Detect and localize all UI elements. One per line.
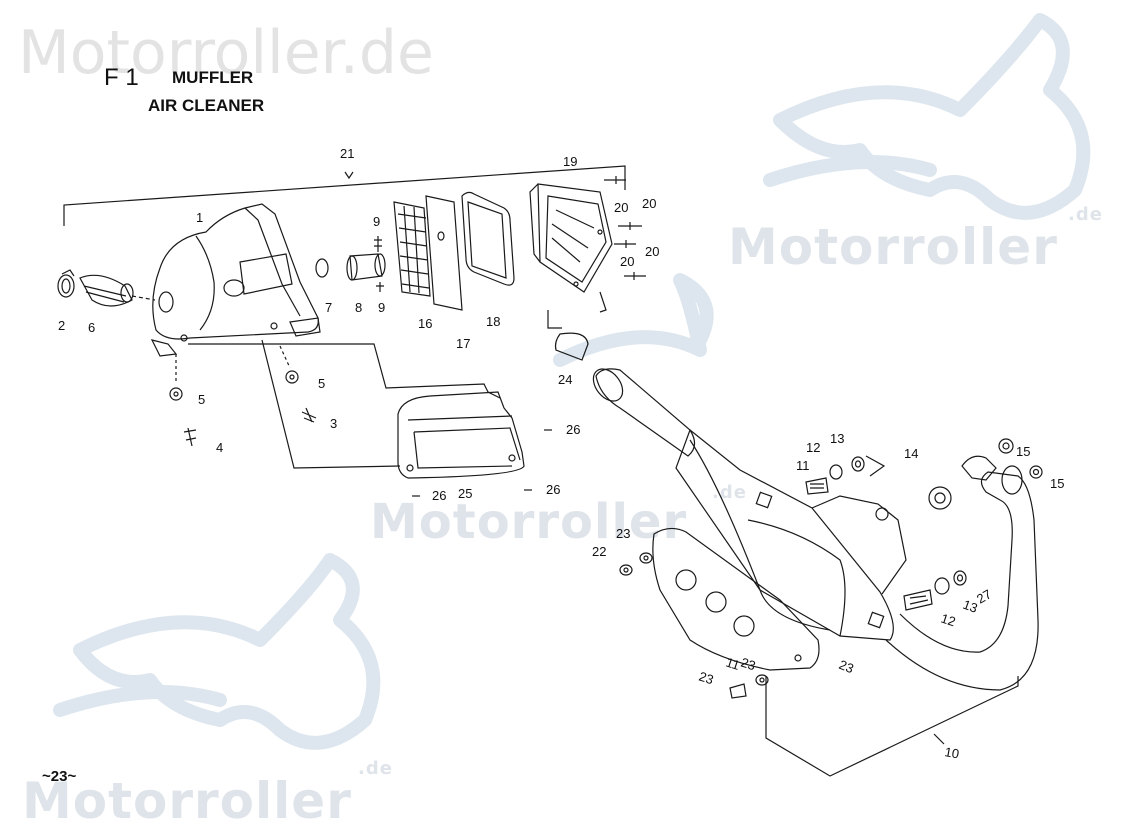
callout-24: 24 bbox=[558, 372, 572, 387]
part-nut-15-b bbox=[1029, 465, 1043, 479]
part-bolt-set-11-12-13-upper bbox=[805, 455, 886, 495]
part-bolt-23-lower bbox=[729, 674, 769, 699]
callout-12: 12 bbox=[939, 611, 957, 630]
watermark-top: Motorroller.de bbox=[18, 18, 434, 88]
scooter-logo-watermark bbox=[53, 13, 1091, 750]
callout-5: 5 bbox=[318, 376, 325, 391]
callout-17: 17 bbox=[456, 336, 470, 351]
callout-20: 20 bbox=[614, 200, 628, 215]
figure-code: F 1 bbox=[104, 64, 139, 91]
callout-18: 18 bbox=[486, 314, 500, 329]
part-bolt-5-left bbox=[169, 387, 183, 401]
part-filter-sponge-17 bbox=[425, 195, 463, 311]
callout-19: 19 bbox=[563, 154, 577, 169]
callout-23: 23 bbox=[697, 669, 715, 688]
part-o-ring-7 bbox=[315, 258, 329, 278]
part-heat-shield-27 bbox=[652, 527, 820, 671]
callout-11: 11 bbox=[724, 655, 741, 673]
part-screw-3 bbox=[301, 407, 317, 423]
title-air-cleaner: AIR CLEANER bbox=[148, 96, 265, 115]
part-air-cleaner-case-1 bbox=[150, 203, 321, 357]
part-muffler-10 bbox=[592, 368, 1039, 691]
callout-21: 21 bbox=[340, 146, 354, 161]
part-intake-duct-6 bbox=[79, 274, 134, 307]
part-cap-8 bbox=[346, 253, 386, 281]
part-bracket-25 bbox=[397, 391, 525, 479]
part-screw-4 bbox=[183, 427, 197, 447]
part-screw-9-bottom bbox=[376, 282, 384, 292]
watermark-bottom-suffix: .de bbox=[358, 758, 393, 779]
part-screw-20-d bbox=[624, 272, 646, 280]
part-screw-20-c bbox=[614, 240, 636, 248]
callout-16: 16 bbox=[418, 316, 432, 331]
watermark-bottom: Motorroller bbox=[22, 772, 352, 830]
watermark-center: Motorroller bbox=[370, 494, 688, 550]
part-screw-20-b bbox=[618, 222, 642, 230]
callout-1: 1 bbox=[196, 210, 203, 225]
linework bbox=[57, 165, 1043, 777]
callout-20: 20 bbox=[645, 244, 659, 259]
callout-15: 15 bbox=[1016, 444, 1030, 459]
part-gasket-14 bbox=[928, 486, 952, 510]
callout-23: 23 bbox=[739, 655, 757, 674]
callout-8: 8 bbox=[355, 300, 362, 315]
part-screw-9-top bbox=[374, 236, 382, 252]
part-nut-15-a bbox=[998, 438, 1014, 454]
callout-13: 13 bbox=[830, 431, 844, 446]
part-bolt-5-right bbox=[285, 370, 299, 384]
page-number: ~23~ bbox=[42, 768, 77, 785]
part-clamp-2 bbox=[57, 269, 75, 298]
callout-23: 23 bbox=[616, 526, 630, 541]
callout-11: 11 bbox=[796, 458, 810, 473]
group-bracket-10 bbox=[765, 676, 1019, 777]
callout-14: 14 bbox=[904, 446, 918, 461]
callout-9: 9 bbox=[378, 300, 385, 315]
callout-4: 4 bbox=[216, 440, 223, 455]
watermark-right: Motorroller bbox=[728, 218, 1058, 276]
callout-3: 3 bbox=[330, 416, 337, 431]
callout-6: 6 bbox=[88, 320, 95, 335]
part-element-grid-16 bbox=[393, 201, 431, 297]
callout-10: 10 bbox=[943, 744, 960, 761]
part-bolt-set-11-12-13-lower bbox=[903, 570, 967, 611]
callout-22: 22 bbox=[592, 544, 606, 559]
group-bracket-21 bbox=[63, 165, 626, 226]
part-screw-20-a bbox=[604, 176, 626, 184]
callout-20: 20 bbox=[620, 254, 634, 269]
callout-27: 27 bbox=[974, 586, 994, 606]
callout-9: 9 bbox=[373, 214, 380, 229]
watermark-right-suffix: .de bbox=[1068, 204, 1103, 225]
part-bolt-22-23-upper bbox=[619, 552, 653, 576]
callout-5: 5 bbox=[198, 392, 205, 407]
callout-26: 26 bbox=[566, 422, 580, 437]
callout-15: 15 bbox=[1050, 476, 1064, 491]
callout-20: 20 bbox=[642, 196, 656, 211]
callout-12: 12 bbox=[806, 440, 820, 455]
part-hose-24 bbox=[547, 291, 607, 361]
callout-25: 25 bbox=[458, 486, 472, 501]
part-gasket-18 bbox=[461, 191, 515, 286]
part-cover-19 bbox=[529, 183, 613, 293]
title-muffler: MUFFLER bbox=[172, 68, 254, 87]
watermark-center-suffix: .de bbox=[712, 482, 747, 503]
callout-23: 23 bbox=[837, 657, 856, 676]
callout-26: 26 bbox=[546, 482, 560, 497]
callout-26: 26 bbox=[432, 488, 446, 503]
callout-7: 7 bbox=[325, 300, 332, 315]
callout-13: 13 bbox=[961, 597, 980, 616]
callout-2: 2 bbox=[58, 318, 65, 333]
